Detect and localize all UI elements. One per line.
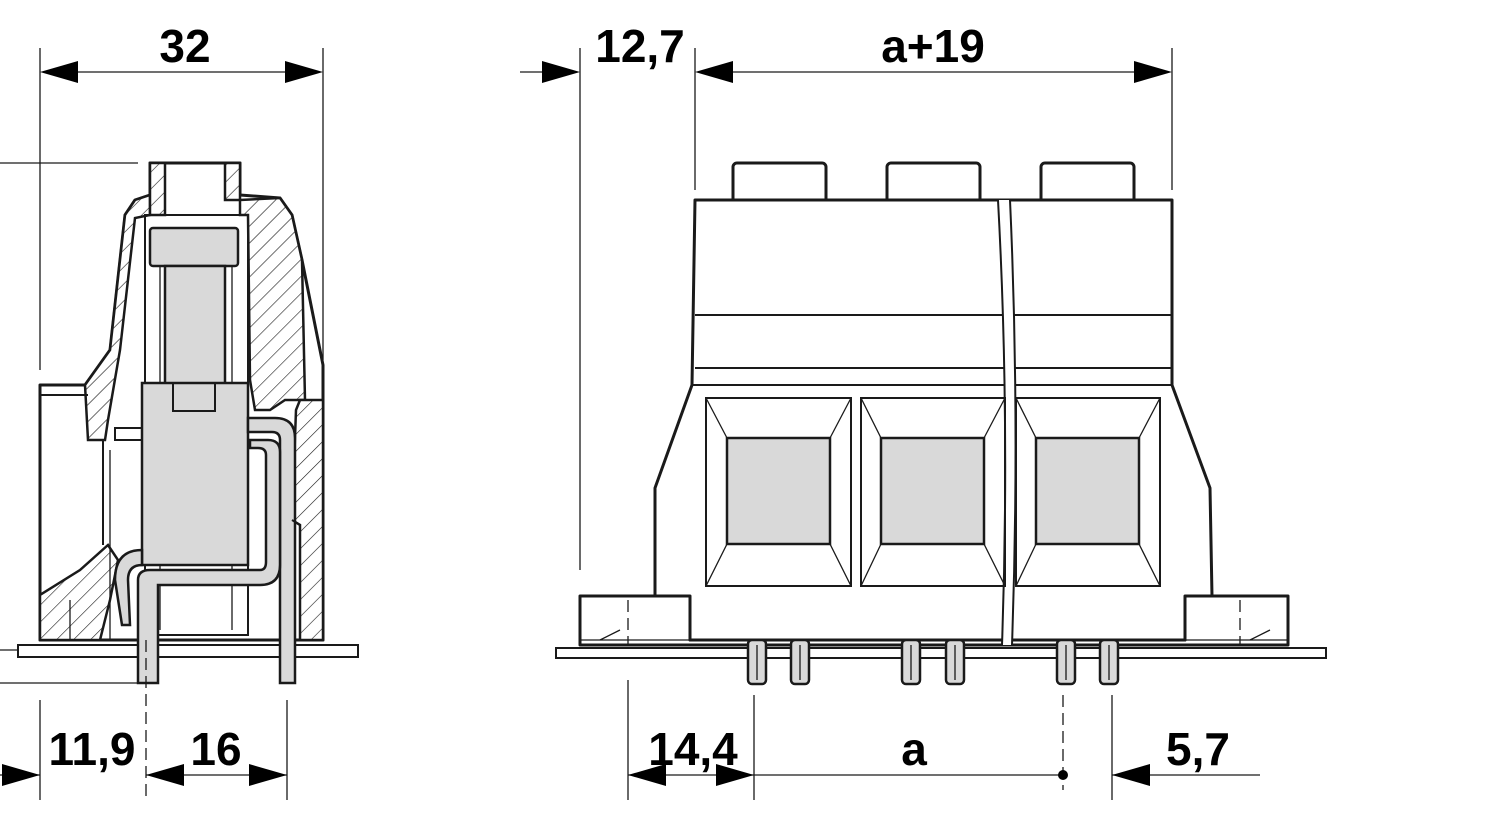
side-screw-shaft [163, 264, 227, 386]
side-dimensions: 32 11,9 16 [0, 20, 324, 800]
front-solder-pins [746, 638, 1120, 686]
front-screw-housing-3 [1039, 161, 1136, 205]
side-clamp-notch [172, 382, 216, 412]
side-clamp-spring [113, 548, 144, 627]
front-main-body [653, 198, 1214, 642]
front-dimensions: 12,7 a+19 14,4 a 5,7 [520, 20, 1260, 800]
side-housing-section-right-lower [290, 398, 325, 642]
side-view [0, 161, 359, 685]
front-break-gap [998, 200, 1016, 645]
side-housing-section-top-right [223, 161, 242, 202]
front-screw-housing-2 [885, 161, 982, 205]
side-housing-section-bottom-left [38, 543, 120, 642]
dim-label-side-left-offset: 11,9 [49, 723, 136, 775]
side-pin-bent [246, 416, 297, 685]
front-screw-housing-1 [731, 161, 828, 205]
dim-label-front-pitch: a [901, 723, 927, 775]
dim-label-front-left-margin-bottom: 14,4 [648, 723, 738, 775]
side-screw-head [148, 226, 240, 268]
side-housing-section-right [238, 196, 307, 412]
dim-label-front-overall-length: a+19 [881, 20, 985, 72]
side-housing-section-top-left [148, 161, 167, 217]
dim-label-front-right-margin-bottom: 5,7 [1166, 723, 1230, 775]
front-view [555, 161, 1327, 686]
dim-label-front-left-margin-top: 12,7 [595, 20, 685, 72]
front-wire-entry-3 [1015, 397, 1161, 587]
dim-label-side-pin-spacing: 16 [190, 723, 241, 775]
side-pcb-plate [17, 644, 359, 658]
front-wire-entry-1 [705, 397, 852, 587]
front-pcb-plate [555, 647, 1327, 659]
dim-label-side-overall-width: 32 [159, 20, 210, 72]
side-clamp-sleeve [140, 381, 250, 567]
front-wire-entry-2 [860, 397, 1006, 587]
